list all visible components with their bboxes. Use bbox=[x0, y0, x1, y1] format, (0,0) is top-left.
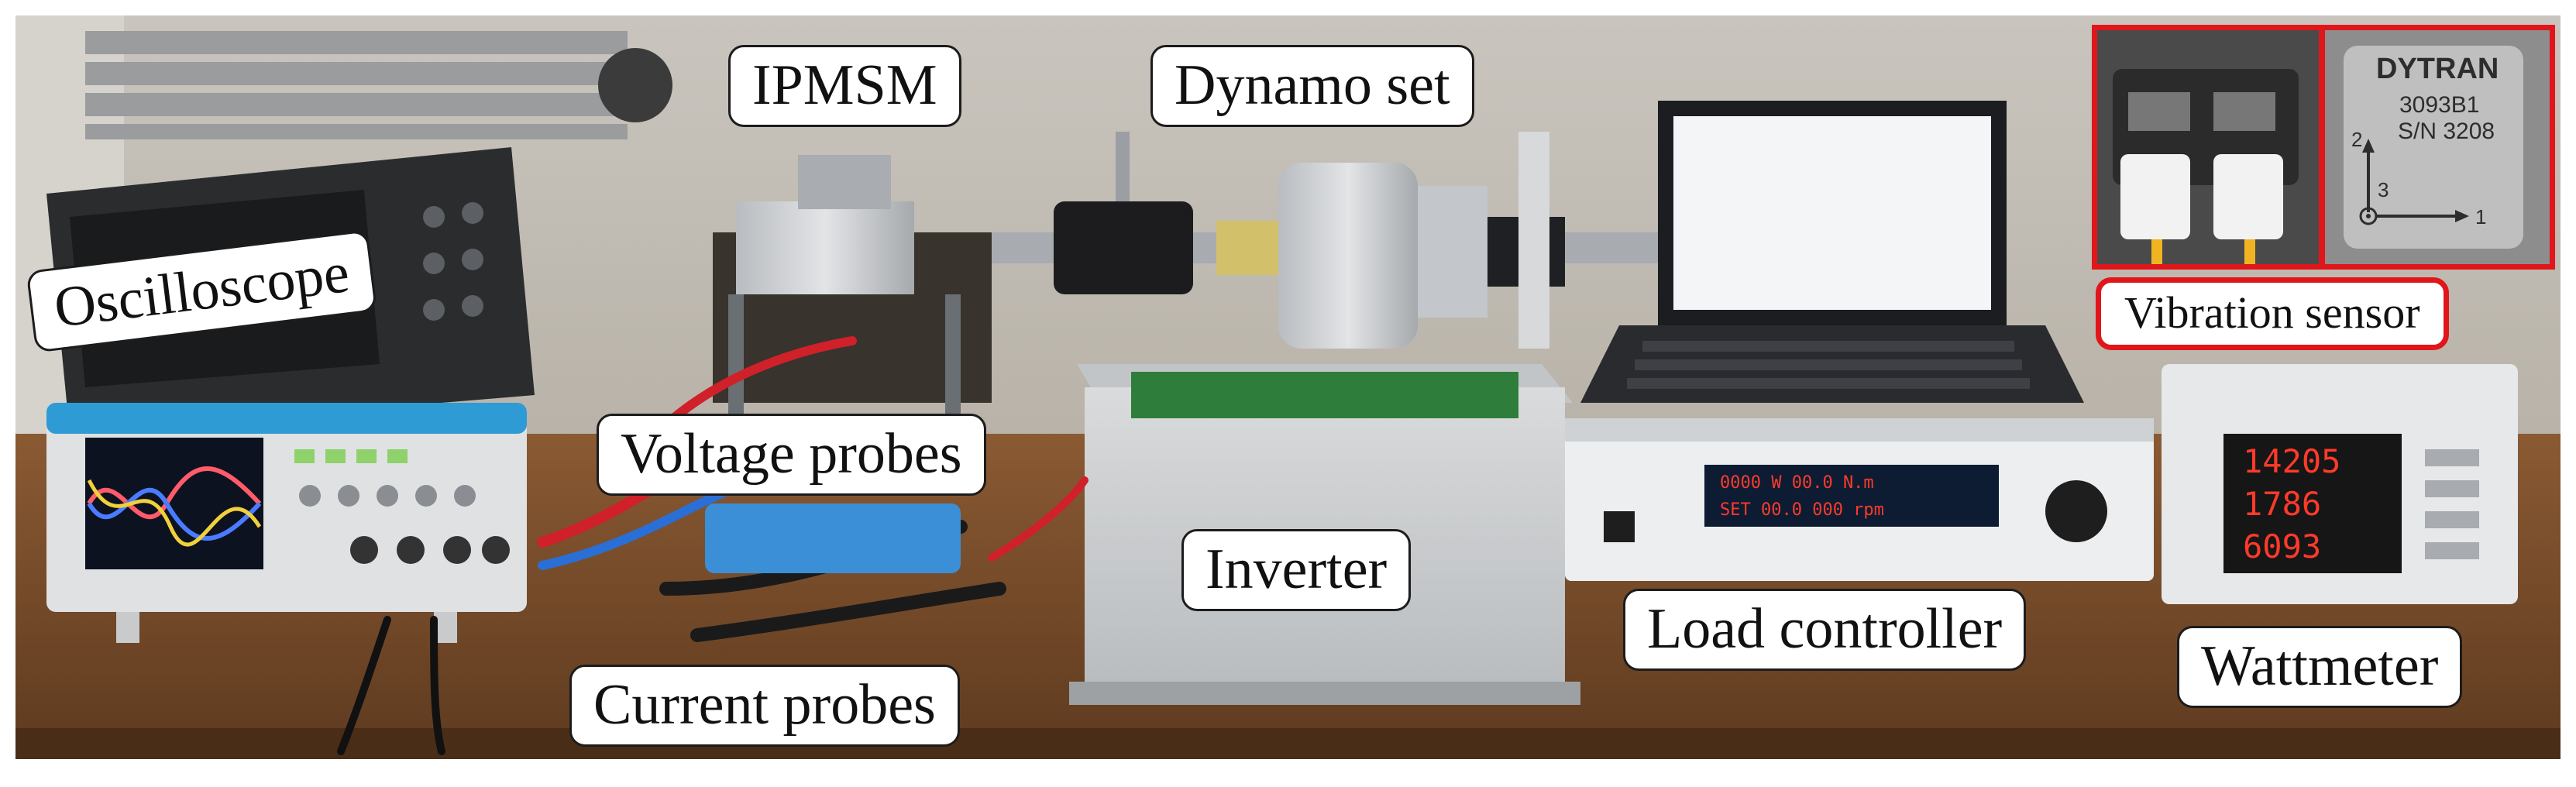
label-ipmsm: IPMSM bbox=[728, 45, 961, 127]
dynamo bbox=[1278, 132, 1565, 349]
label-voltage-probes: Voltage probes bbox=[597, 414, 986, 496]
sensor-axis-label-3: 3 bbox=[2378, 178, 2389, 201]
wall-socket bbox=[598, 48, 672, 122]
wattmeter-reading-2: 1786 bbox=[2243, 485, 2321, 523]
sensor-serial-text: S/N 3208 bbox=[2398, 119, 2495, 144]
laptop bbox=[1580, 101, 2084, 403]
label-wattmeter: Wattmeter bbox=[2177, 626, 2463, 708]
wattmeter: 14205 1786 6093 bbox=[2162, 364, 2518, 604]
wall-fixture bbox=[85, 31, 628, 139]
label-current-probes: Current probes bbox=[569, 665, 960, 747]
sensor-axis-label-1: 1 bbox=[2475, 205, 2486, 229]
label-inverter: Inverter bbox=[1181, 529, 1412, 611]
label-load-controller: Load controller bbox=[1623, 589, 2027, 671]
sensor-model-text: 3093B1 bbox=[2399, 92, 2479, 118]
sensor-brand-text: DYTRAN bbox=[2376, 53, 2499, 85]
vibration-sensor-inset: DYTRAN 3093B1 S/N 3208 2 3 1 bbox=[2092, 25, 2555, 270]
label-vibration-sensor: Vibration sensor bbox=[2096, 277, 2449, 350]
svg-text:0000 W 00.0 N.m: 0000 W 00.0 N.m bbox=[1720, 473, 1874, 493]
probe-module bbox=[705, 503, 961, 573]
load-controller: 0000 W 00.0 N.m SET 00.0 000 rpm bbox=[1565, 418, 2154, 581]
ipmsm-motor bbox=[713, 155, 992, 434]
label-dynamo-set: Dynamo set bbox=[1150, 45, 1474, 127]
wattmeter-reading-1: 14205 bbox=[2243, 442, 2340, 480]
oscilloscope-front bbox=[46, 403, 527, 643]
table-edge bbox=[15, 728, 2561, 759]
sensor-axis-label-2: 2 bbox=[2351, 128, 2362, 151]
wattmeter-reading-3: 6093 bbox=[2243, 528, 2321, 565]
svg-text:SET 00.0 000 rpm: SET 00.0 000 rpm bbox=[1720, 500, 1884, 520]
